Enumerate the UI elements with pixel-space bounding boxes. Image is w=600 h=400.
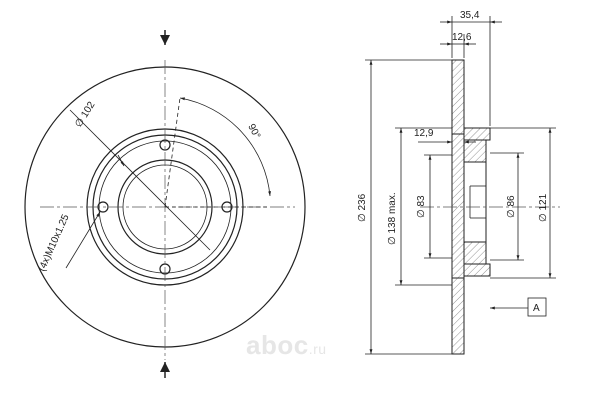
disc-thickness-label: 12,6 [452,32,472,43]
front-center-axes [40,60,295,360]
hat-wall-upper [463,127,491,141]
section-marks [160,30,170,378]
disc-section-upper [451,59,465,135]
hat-face [451,133,465,279]
angle-label: 90° [245,122,262,141]
d121-label: ∅ 121 [538,193,549,222]
hat-depth-label: 12,9 [414,128,434,139]
bolt-circle-dimension [69,109,211,251]
d86-label: ∅ 86 [506,195,517,218]
watermark-logo: aboc.ru [246,330,327,360]
thickness-dimension [440,16,502,126]
angle-dimension [164,97,271,208]
thread-label: (4x)M10x1.25 [37,212,72,273]
disc-section-lower [451,277,465,355]
disc-thickness-dimension [440,34,476,58]
side-view [451,59,491,355]
hub-upper [463,139,487,163]
hub-lower [463,241,487,265]
hat-wall-lower [463,263,491,277]
outer-diameter-label: ∅ 236 [357,193,368,222]
diameter-dimensions [365,59,556,355]
bore-opening [463,161,487,243]
datum-label: A [533,303,540,314]
thread-dimension [65,211,101,269]
max-diameter-label: ∅ 138 max. [387,192,398,245]
datum-a [490,297,547,317]
d83-label: ∅ 83 [416,195,427,218]
total-thickness-label: 35,4 [460,10,480,21]
